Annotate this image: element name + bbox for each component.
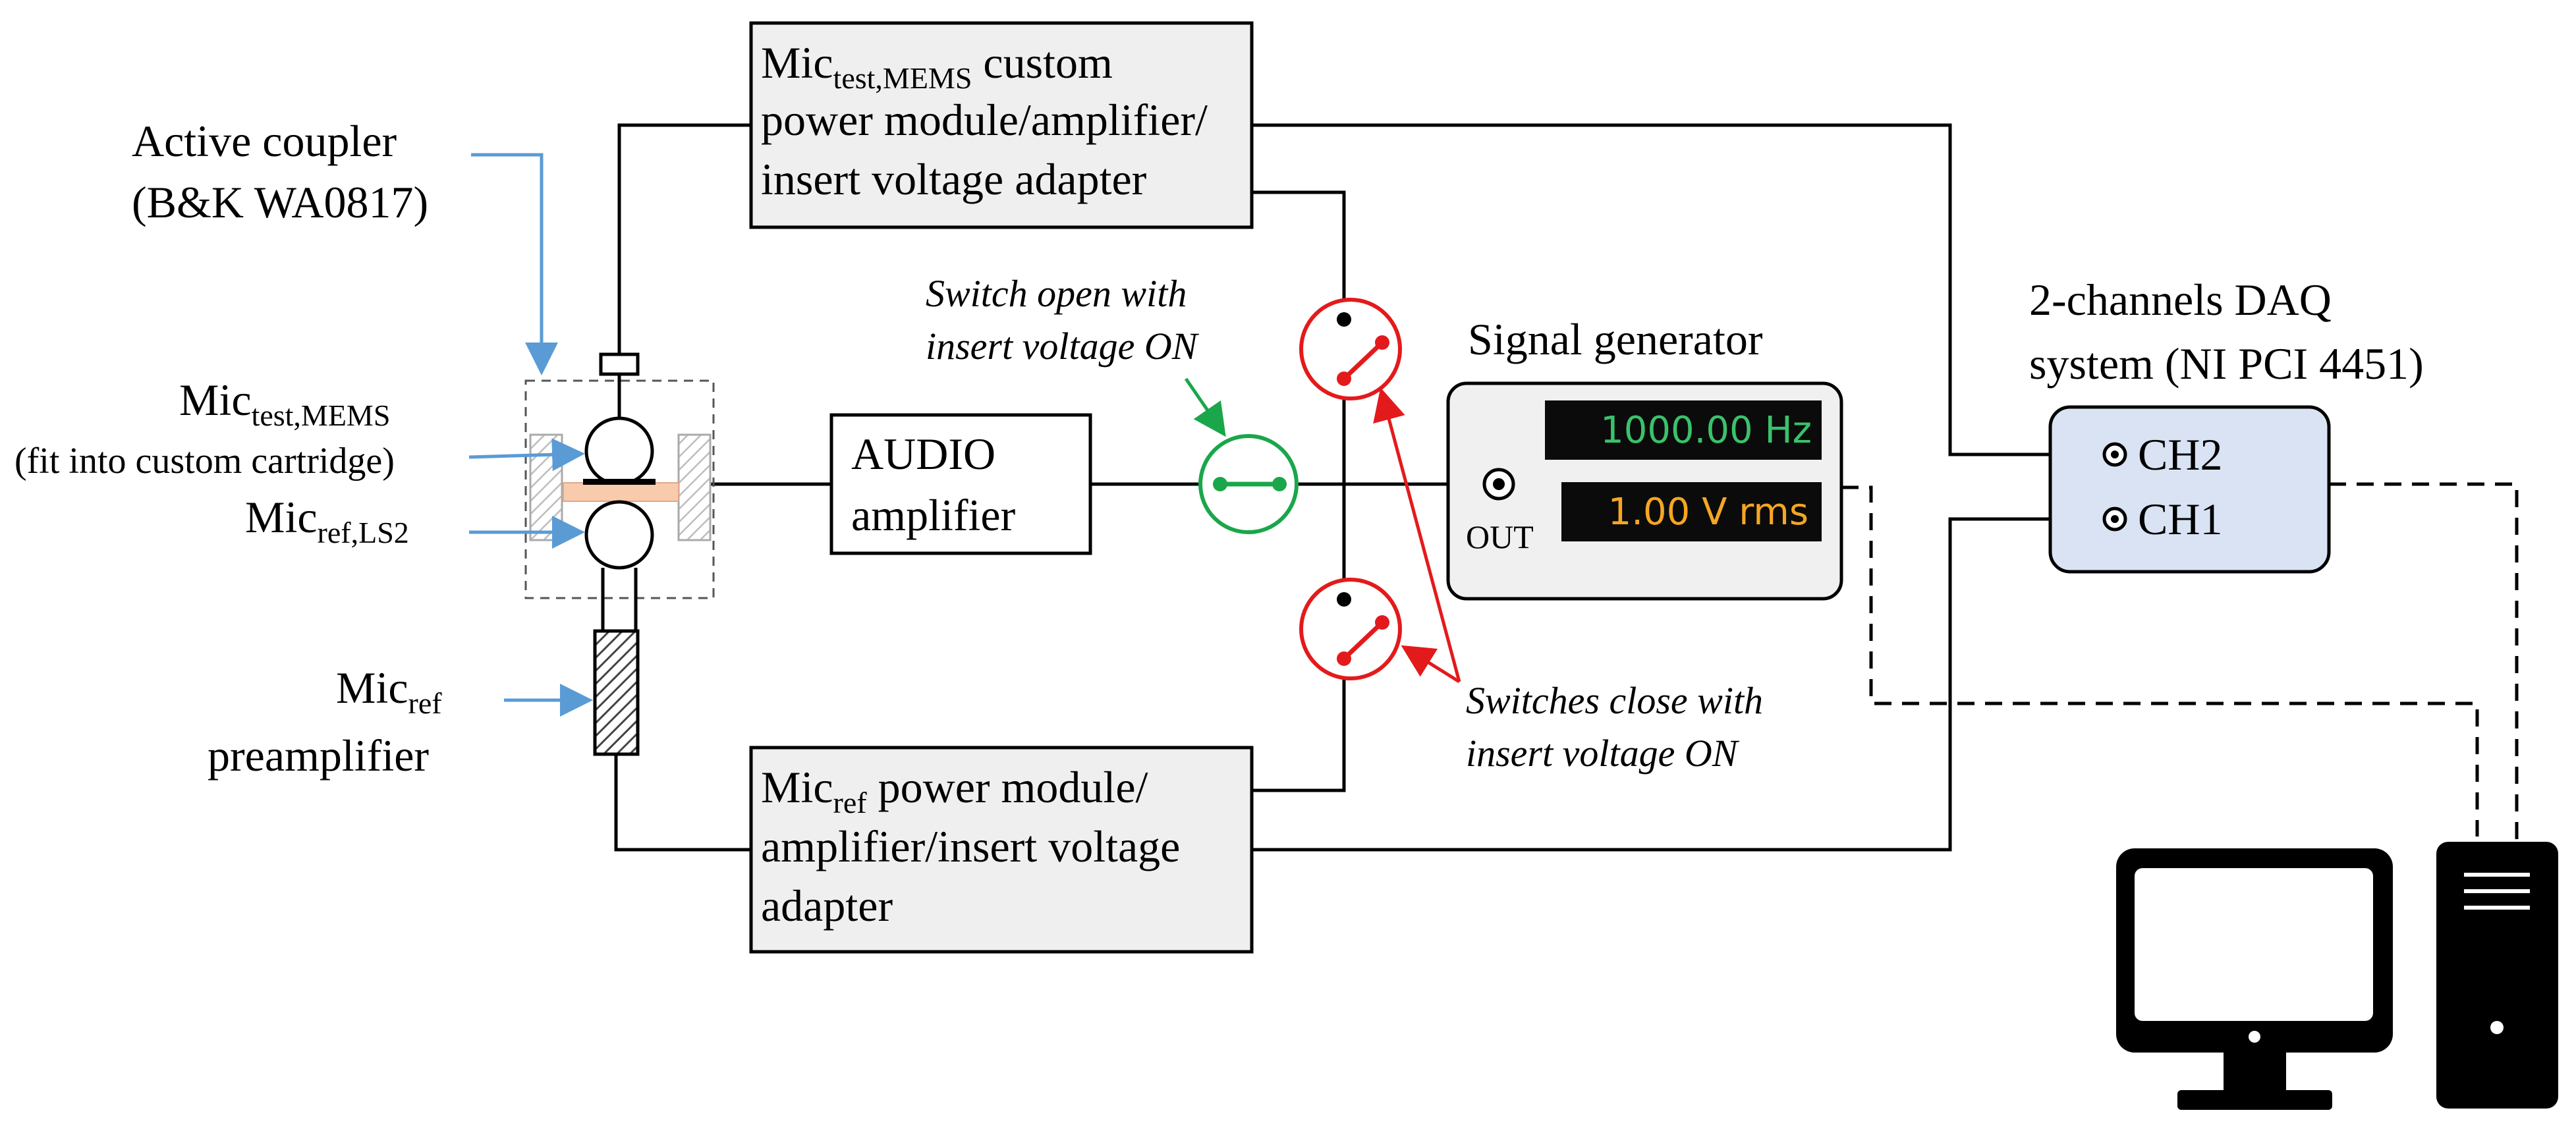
test-module-line3: insert voltage adapter [761, 154, 1147, 204]
mic-ref-capsule [584, 500, 654, 570]
mic-ref-preamp-label-line2: preamplifier [208, 730, 429, 781]
switches-close-pointer-upper [1373, 387, 1461, 682]
mic-ref-preamplifier-body [593, 629, 640, 756]
active-coupler [524, 352, 715, 756]
output-label: OUT [1466, 518, 1534, 555]
ref-module-line3: adapter [761, 881, 893, 931]
switch-open-line1: Switch open with [926, 272, 1187, 315]
mic-test-pointer [468, 438, 585, 472]
coupler-side-left [529, 433, 563, 541]
ch1-label: CH1 [2138, 494, 2222, 544]
coupler-top-connector [599, 352, 640, 376]
audio-amplifier: AUDIO amplifier [829, 413, 1092, 555]
wiring [614, 123, 2519, 852]
coupler-side-right [677, 433, 712, 541]
frequency-display [1545, 400, 1822, 460]
coupler-diaphragm [563, 482, 679, 502]
frequency-readout: 1000.00 Hz [1600, 409, 1812, 452]
audio-amp-line1: AUDIO [851, 429, 995, 479]
coupler-label-line2: (B&K WA0817) [132, 177, 428, 227]
coupler-separator [583, 479, 656, 485]
ch2-label: CH2 [2138, 429, 2222, 480]
mic-test-label: Mictest,MEMS [179, 375, 390, 432]
signal-generator: 1000.00 Hz 1.00 V rms OUT [1446, 381, 1843, 601]
switches-close-pointer-lower [1401, 645, 1461, 684]
monitor-icon [2116, 848, 2393, 1110]
switch-open-line2: insert voltage ON [926, 325, 1200, 368]
green-switch-icon [1198, 434, 1299, 534]
test-module-line1: Mictest,MEMS custom [761, 38, 1113, 95]
test-module-line2: power module/amplifier/ [761, 95, 1208, 145]
daq-label-line2: system (NI PCI 4451) [2029, 339, 2424, 389]
amplitude-readout: 1.00 V rms [1608, 491, 1808, 534]
computer-tower-icon [2436, 842, 2558, 1109]
coupler-label-line1: Active coupler [132, 116, 397, 166]
mic-ref-ls2-label: Micref,LS2 [245, 492, 409, 549]
test-power-module: Mictest,MEMS custom power module/amplifi… [749, 21, 1254, 229]
ref-power-module: Micref power module/ amplifier/insert vo… [749, 746, 1254, 954]
ref-module-line2: amplifier/insert voltage [761, 821, 1180, 871]
switch-open-pointer [1184, 377, 1226, 437]
switches-close-line2: insert voltage ON [1466, 732, 1740, 775]
switches-close-line1: Switches close with [1466, 679, 1763, 722]
coupler-boundary [524, 379, 715, 599]
lower-red-switch-icon [1299, 578, 1402, 680]
mic-test-note: (fit into custom cartridge) [14, 441, 395, 481]
audio-amp-line2: amplifier [851, 490, 1016, 540]
mic-ref-preamp-label: Micref [336, 663, 442, 720]
amplitude-display [1561, 482, 1822, 541]
ref-module-line1: Micref power module/ [761, 762, 1148, 819]
daq-system: CH2 CH1 [2048, 405, 2331, 574]
signal-generator-title: Signal generator [1468, 314, 1763, 364]
coupler-pointer [471, 153, 558, 375]
mic-test-capsule [584, 416, 654, 486]
upper-red-switch-icon [1299, 298, 1402, 400]
daq-label-line1: 2-channels DAQ [2029, 275, 2332, 325]
